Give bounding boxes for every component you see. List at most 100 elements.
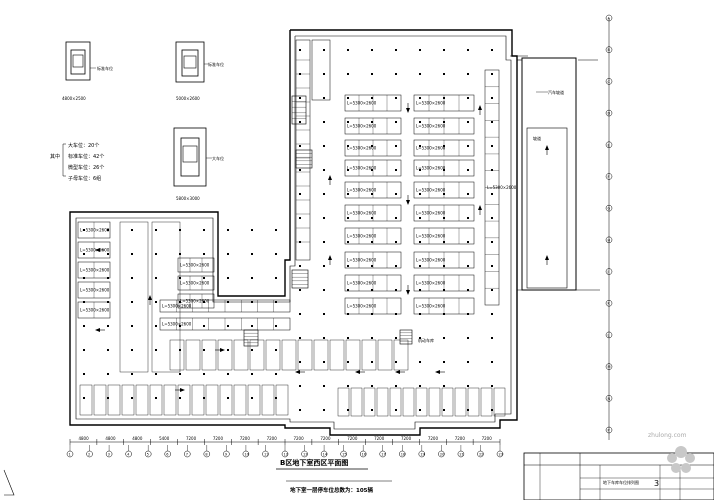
north-arrow-icon bbox=[3, 469, 15, 496]
bay-label: L=5300×2600 bbox=[347, 304, 377, 309]
column bbox=[323, 385, 325, 387]
bay-label: L=5300×2600 bbox=[180, 263, 210, 268]
column bbox=[323, 217, 325, 219]
arrow-down-icon bbox=[406, 108, 410, 113]
dim-value: 7200 bbox=[293, 436, 304, 441]
column bbox=[443, 121, 445, 123]
column bbox=[491, 385, 493, 387]
column bbox=[419, 73, 421, 75]
bay-label: L=5300×2600 bbox=[416, 188, 446, 193]
bay-label: L=5300×2600 bbox=[347, 146, 377, 151]
column bbox=[323, 337, 325, 339]
stall bbox=[350, 387, 363, 417]
column bbox=[491, 169, 493, 171]
column bbox=[323, 265, 325, 267]
axis-label: 9 bbox=[225, 453, 227, 457]
axis-label: J bbox=[607, 270, 609, 274]
column bbox=[203, 229, 205, 231]
stall bbox=[363, 387, 376, 417]
bay-label: L=5300×2600 bbox=[347, 166, 377, 171]
column bbox=[371, 409, 373, 411]
bay-label: L=5300×2600 bbox=[162, 304, 192, 309]
column bbox=[395, 385, 397, 387]
drive-aisle bbox=[151, 221, 181, 373]
column bbox=[323, 49, 325, 51]
column bbox=[419, 193, 421, 195]
column bbox=[395, 265, 397, 267]
dim-value: 5400 bbox=[159, 436, 170, 441]
stall bbox=[265, 339, 281, 371]
column bbox=[299, 337, 301, 339]
arrow-up-icon bbox=[148, 295, 152, 300]
column bbox=[443, 265, 445, 267]
column bbox=[251, 277, 253, 279]
stall bbox=[377, 339, 393, 371]
axis-label: 5 bbox=[147, 453, 149, 457]
column bbox=[395, 409, 397, 411]
column bbox=[203, 277, 205, 279]
arrow-left-icon bbox=[295, 370, 300, 374]
legend-car-medium: 5000×2600 标准车位 bbox=[175, 41, 224, 101]
legend-summary-line-4: 子母车位：6组 bbox=[68, 175, 101, 182]
axis-label: F bbox=[608, 175, 610, 179]
axis-bubble bbox=[340, 450, 347, 458]
column bbox=[419, 385, 421, 387]
column bbox=[395, 241, 397, 243]
arrow-up-icon bbox=[545, 145, 549, 150]
axis-bubble bbox=[105, 450, 113, 458]
column bbox=[419, 121, 421, 123]
column bbox=[155, 325, 157, 327]
column bbox=[107, 229, 109, 231]
dim-value: 7200 bbox=[186, 436, 197, 441]
column bbox=[347, 409, 349, 411]
column bbox=[347, 337, 349, 339]
stall bbox=[454, 387, 467, 417]
column bbox=[107, 349, 109, 351]
axis-label: L bbox=[608, 333, 610, 337]
column bbox=[179, 349, 181, 351]
bay-label: L=5300×2600 bbox=[347, 281, 377, 286]
column bbox=[203, 325, 205, 327]
legend-summary-line-3: 微型车位：26个 bbox=[68, 164, 104, 171]
column bbox=[467, 361, 469, 363]
column bbox=[275, 253, 277, 255]
axis-bubble bbox=[418, 450, 426, 458]
column bbox=[491, 265, 493, 267]
column bbox=[371, 289, 373, 291]
dim-value: 7200 bbox=[347, 436, 358, 441]
legend-car-medium-dim: 5000×2600 bbox=[176, 96, 200, 101]
column bbox=[443, 49, 445, 51]
axis-label: 4 bbox=[127, 453, 130, 457]
stall bbox=[163, 384, 177, 416]
bay-label: L=5300×2600 bbox=[80, 288, 110, 293]
bay-label: L=5300×2600 bbox=[80, 308, 110, 313]
column bbox=[155, 397, 157, 399]
axis-label: 13 bbox=[303, 453, 307, 457]
column bbox=[251, 325, 253, 327]
axis-label: E bbox=[608, 143, 610, 147]
column bbox=[419, 337, 421, 339]
bay-label: L=5300×2600 bbox=[80, 228, 110, 233]
dim-value: 4800 bbox=[105, 436, 116, 441]
column bbox=[179, 301, 181, 303]
arrow-left-icon bbox=[95, 328, 100, 332]
column bbox=[299, 97, 301, 99]
parking-row bbox=[177, 293, 215, 309]
column bbox=[131, 349, 133, 351]
arrow-left-icon bbox=[395, 370, 400, 374]
column bbox=[275, 349, 277, 351]
bay-label: L=5300×2600 bbox=[416, 281, 446, 286]
column bbox=[179, 325, 181, 327]
column bbox=[179, 229, 181, 231]
arrow-up-icon bbox=[478, 105, 482, 110]
column bbox=[395, 361, 397, 363]
column bbox=[347, 265, 349, 267]
stall bbox=[177, 384, 191, 416]
stair-core bbox=[243, 329, 259, 347]
arrow-down-icon bbox=[406, 200, 410, 205]
stall bbox=[313, 339, 329, 371]
column bbox=[419, 409, 421, 411]
stall bbox=[493, 387, 506, 417]
stall bbox=[169, 339, 185, 371]
